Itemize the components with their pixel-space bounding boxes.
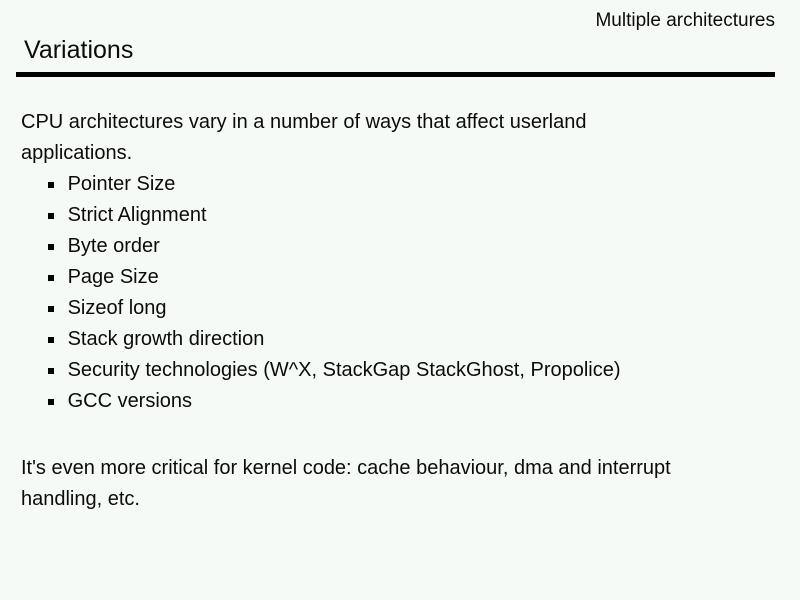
bullet-item: Page Size — [48, 262, 621, 293]
bullet-square-icon — [48, 368, 54, 374]
slide-context-label: Multiple architectures — [595, 10, 775, 31]
bullet-square-icon — [48, 275, 54, 281]
bullet-square-icon — [48, 182, 54, 188]
bullet-square-icon — [48, 337, 54, 343]
bullet-item-label: Page Size — [67, 266, 159, 288]
bullet-square-icon — [48, 244, 54, 250]
closing-paragraph: It's even more critical for kernel code:… — [21, 457, 671, 510]
bullet-square-icon — [48, 399, 54, 405]
page-title: Variations — [24, 36, 134, 64]
bullet-item-label: Stack growth direction — [67, 328, 265, 350]
bullet-item: GCC versions — [48, 386, 621, 417]
bullet-item: Strict Alignment — [48, 200, 621, 231]
bullet-square-icon — [48, 213, 54, 219]
bullet-item: Stack growth direction — [48, 324, 621, 355]
bullet-item: Pointer Size — [48, 169, 621, 200]
title-underline-rule — [16, 72, 775, 77]
bullet-list: Pointer Size Strict Alignment Byte order… — [48, 169, 621, 417]
bullet-item: Byte order — [48, 231, 621, 262]
bullet-item: Security technologies (W^X, StackGap Sta… — [48, 355, 621, 386]
bullet-item: Sizeof long — [48, 293, 621, 324]
bullet-square-icon — [48, 306, 54, 312]
bullet-item-label: Pointer Size — [67, 173, 176, 195]
intro-paragraph: CPU architectures vary in a number of wa… — [21, 111, 587, 164]
bullet-item-label: Strict Alignment — [67, 204, 207, 226]
bullet-item-label: Sizeof long — [67, 297, 167, 319]
bullet-item-label: Byte order — [67, 235, 160, 257]
bullet-item-label: Security technologies (W^X, StackGap Sta… — [67, 359, 621, 381]
bullet-item-label: GCC versions — [67, 390, 193, 412]
